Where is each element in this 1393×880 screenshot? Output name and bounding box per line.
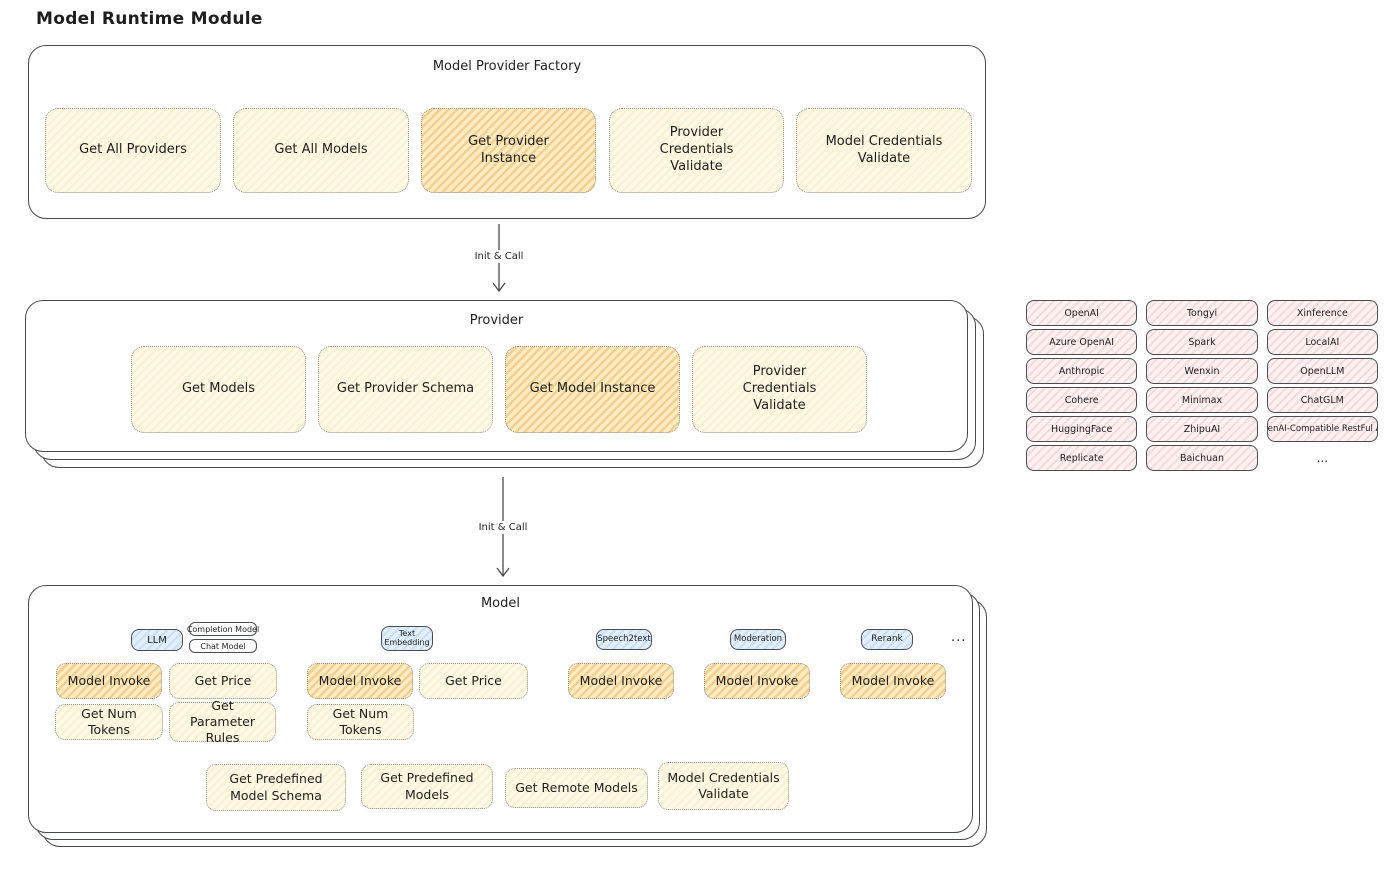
tag-rerank: Rerank [861,629,913,650]
model-title: Model [480,596,521,611]
vendor-huggingface: HuggingFace [1026,416,1138,442]
vendor-tongyi: Tongyi [1146,300,1258,326]
vendor-spark: Spark [1146,329,1258,355]
vendor-wenxin: Wenxin [1146,358,1258,384]
arrow-label-init-call-2: Init & Call [463,521,543,534]
factory-model-credentials-validate: Model Credentials Validate [796,108,972,193]
model-get-predefined-models: Get Predefined Models [361,764,493,809]
provider-title: Provider [469,313,524,328]
model-get-predefined-model-schema: Get Predefined Model Schema [206,764,346,811]
embedding-get-num-tokens: Get Num Tokens [307,704,414,740]
provider-get-models: Get Models [131,346,306,433]
llm-get-parameter-rules: Get Parameter Rules [169,698,276,745]
provider-get-model-instance: Get Model Instance [505,346,680,433]
vendor-openai: OpenAI [1026,300,1138,326]
rerank-model-invoke: Model Invoke [840,663,946,699]
factory-box: Model Provider Factory Get All Providers… [28,45,986,219]
embedding-model-invoke: Model Invoke [307,663,413,699]
vendor-anthropic: Anthropic [1026,358,1138,384]
llm-model-invoke: Model Invoke [56,663,162,699]
llm-get-price: Get Price [169,663,277,699]
factory-get-provider-instance: Get Provider Instance [421,108,596,193]
factory-get-all-providers: Get All Providers [45,108,221,193]
provider-box: Provider Get Models Get Provider Schema … [25,300,968,452]
vendor-openllm: OpenLLM [1266,358,1378,384]
factory-provider-credentials-validate: Provider Credentials Validate [609,108,784,193]
tag-chat-model: Chat Model [189,639,257,653]
vendor-localai: LocalAI [1266,329,1378,355]
vendor-chatglm: ChatGLM [1266,387,1378,413]
vendor-baichuan: Baichuan [1146,445,1258,471]
speech2text-model-invoke: Model Invoke [568,663,674,699]
provider-provider-credentials-validate: Provider Credentials Validate [692,346,867,433]
factory-title: Model Provider Factory [432,59,582,74]
tag-completion-model: Completion Model [187,622,259,636]
page-title: Model Runtime Module [36,9,263,29]
provider-get-provider-schema: Get Provider Schema [318,346,493,433]
vendor-zhipuai: ZhipuAI [1146,416,1258,442]
vendor-xinference: Xinference [1266,300,1378,326]
llm-get-num-tokens: Get Num Tokens [55,704,163,740]
model-credentials-validate: Model Credentials Validate [658,762,789,810]
vendor-minimax: Minimax [1146,387,1258,413]
embedding-get-price: Get Price [419,663,528,699]
vendors-more: ... [1316,451,1329,465]
vendor-replicate: Replicate [1026,445,1138,471]
arrow-label-init-call-1: Init & Call [459,250,539,263]
tag-text-embedding: Text Embedding [381,626,433,651]
tag-moderation: Moderation [730,629,786,650]
moderation-model-invoke: Model Invoke [704,663,810,699]
model-box: Model LLM Completion Model Chat Model Te… [28,585,973,833]
vendors-grid: OpenAI Tongyi Xinference Azure OpenAI Sp… [1026,300,1378,471]
tag-speech2text: Speech2text [596,629,652,650]
vendor-openai-compatible: OpenAI-Compatible RestFul API [1266,416,1378,442]
tags-more: ... [951,630,967,645]
vendor-azure-openai: Azure OpenAI [1026,329,1138,355]
factory-get-all-models: Get All Models [233,108,409,193]
tag-llm: LLM [131,629,183,651]
vendor-cohere: Cohere [1026,387,1138,413]
model-get-remote-models: Get Remote Models [505,768,648,808]
